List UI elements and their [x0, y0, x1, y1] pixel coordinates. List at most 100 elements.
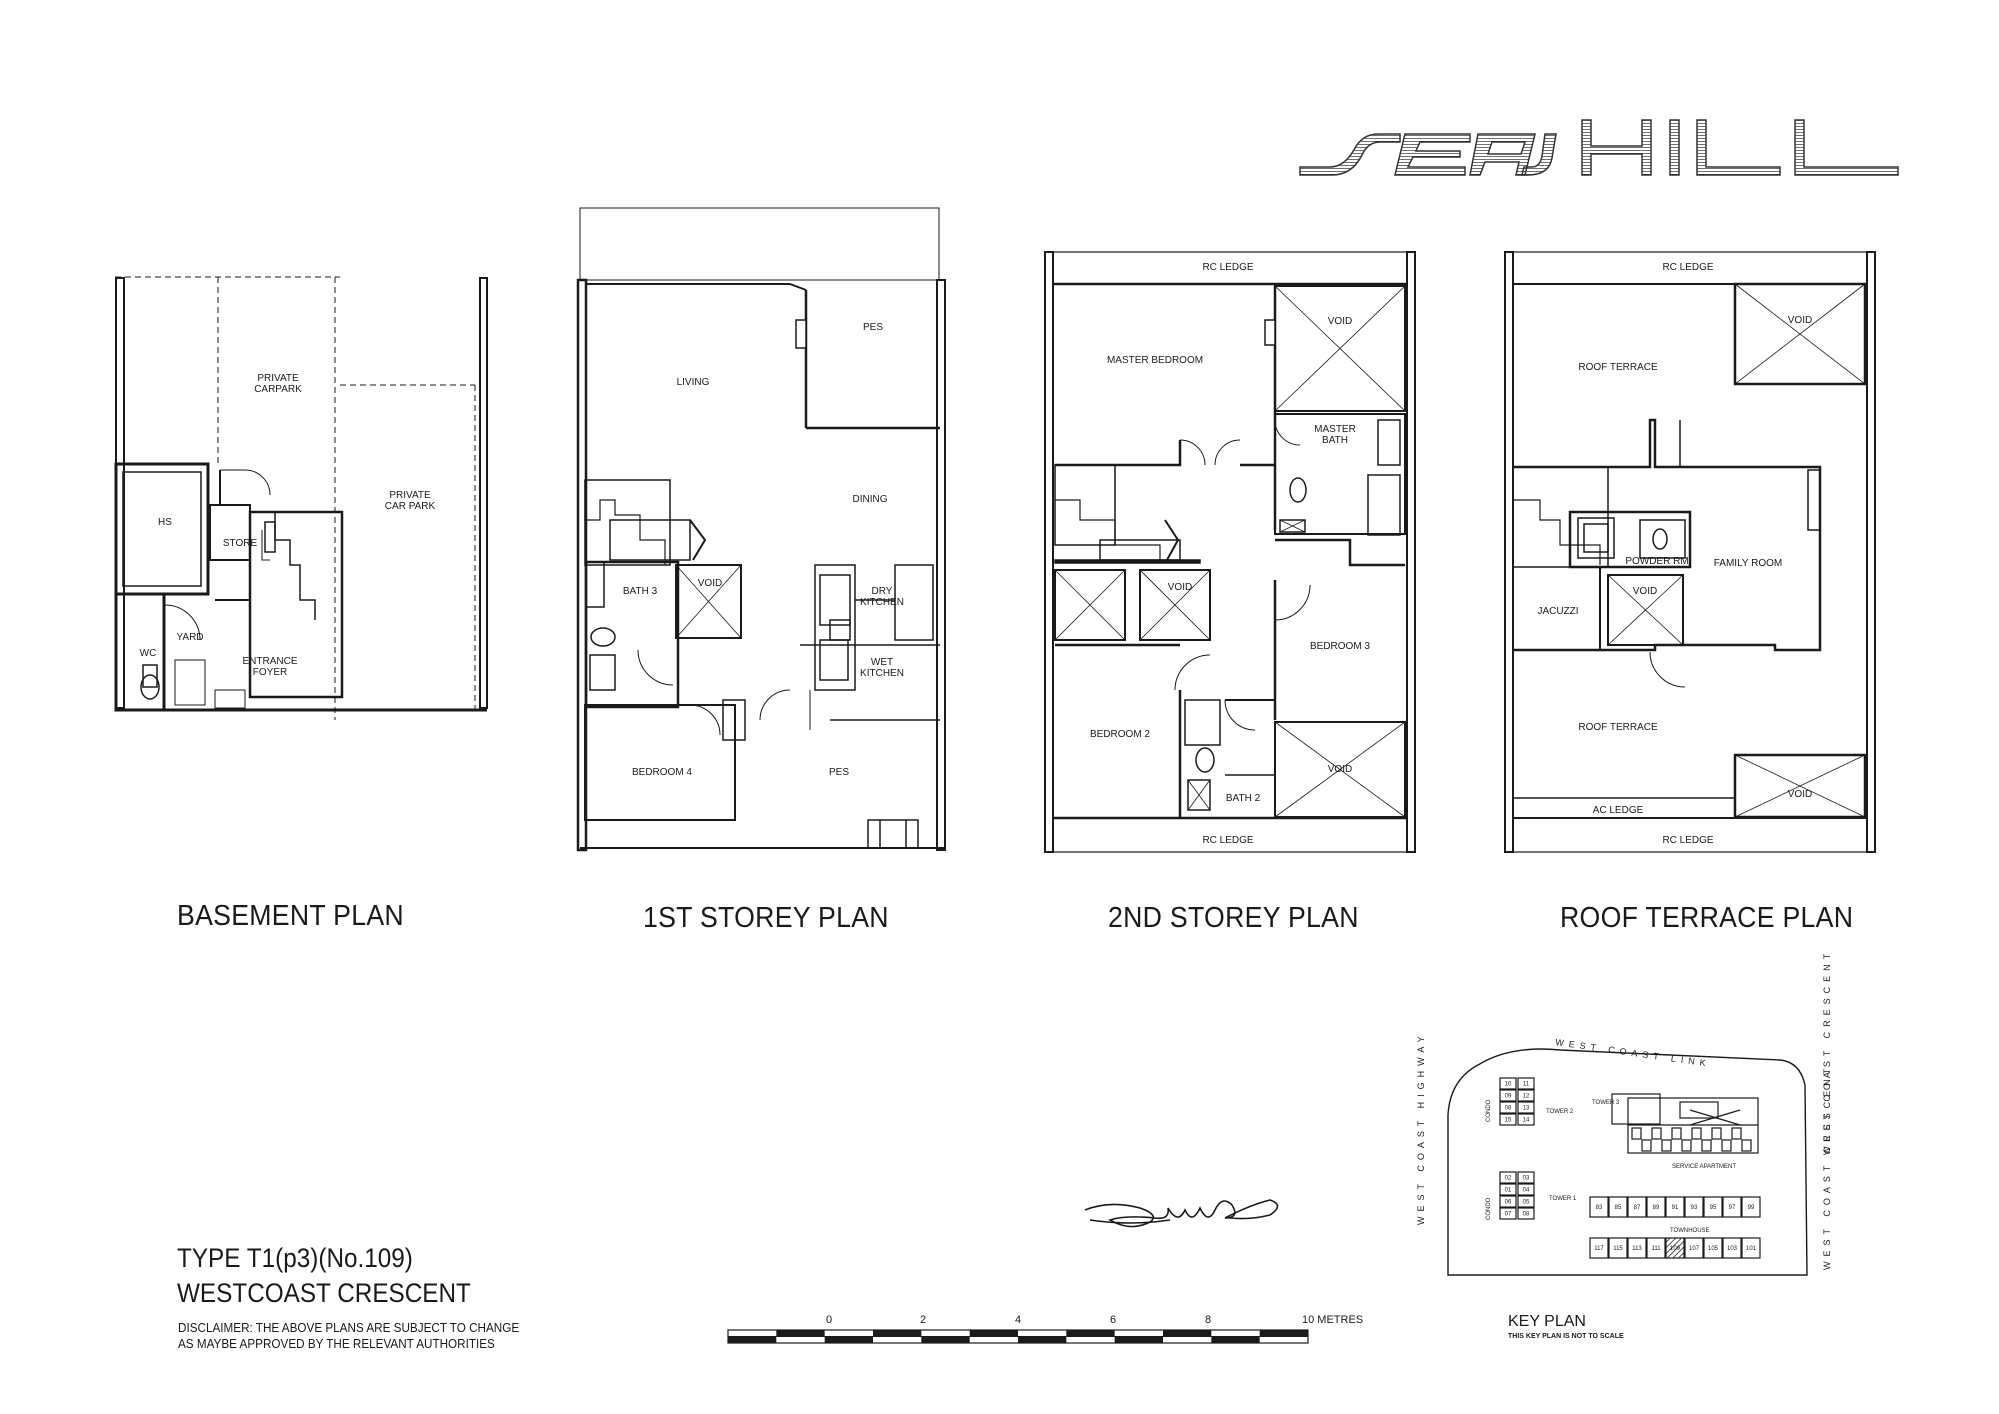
label-tower1: TOWER 1: [1549, 1196, 1577, 1202]
key-plan-unit-label: 04: [1523, 1188, 1530, 1194]
key-plan-unit: [1499, 1077, 1517, 1090]
key-plan-unit-label: 113: [1632, 1246, 1642, 1252]
key-plan-unit: [1517, 1077, 1535, 1090]
key-plan-unit-label: 06: [1505, 1200, 1512, 1206]
label-bedroom2: BEDROOM 2: [1090, 729, 1150, 740]
label-tower2: TOWER 2: [1546, 1109, 1574, 1115]
title-second-storey-plan: 2ND STOREY PLAN: [1108, 902, 1359, 934]
key-plan-unit-label: 99: [1748, 1205, 1755, 1211]
key-plan-unit: [1684, 1237, 1704, 1259]
title-first-storey-plan: 1ST STOREY PLAN: [643, 902, 889, 934]
label-rc-ledge-top: RC LEDGE: [1202, 262, 1253, 273]
key-plan-unit-label: 13: [1523, 1106, 1530, 1112]
key-plan-note: THIS KEY PLAN IS NOT TO SCALE: [1508, 1333, 1624, 1340]
label-void-left: VOID: [1168, 582, 1192, 593]
label-bedroom3: BEDROOM 3: [1310, 641, 1370, 652]
roof-terrace-labels: RC LEDGE VOID ROOF TERRACE POWDER RM FAM…: [1537, 262, 1812, 846]
road-label-west-coast-crescent-upper: WEST COAST CRESCENT: [1822, 949, 1832, 1155]
key-plan-unit: [1499, 1171, 1517, 1184]
label-condo-mid: CONDO: [1486, 1197, 1492, 1220]
key-plan-unit-label: 109: [1670, 1246, 1681, 1252]
label-pes-bottom: PES: [829, 767, 849, 778]
scale-tick-6: 6: [1110, 1314, 1116, 1326]
key-plan-unit: [1703, 1237, 1723, 1259]
label-void-top: VOID: [1328, 316, 1352, 327]
key-plan-unit-label: 117: [1594, 1246, 1604, 1252]
key-plan-unit-highlighted: [1665, 1237, 1685, 1259]
key-plan-unit-label: 115: [1613, 1246, 1623, 1252]
key-plan-unit: [1627, 1237, 1647, 1259]
label-bath2: BATH 2: [1226, 793, 1261, 804]
key-plan-unit-label: 91: [1672, 1205, 1679, 1211]
key-plan-unit: [1517, 1089, 1535, 1102]
key-plan-unit: [1499, 1113, 1517, 1126]
key-plan-unit: [1741, 1237, 1761, 1259]
label-hs: HS: [158, 517, 172, 528]
label-condo-left: CONDO: [1486, 1099, 1492, 1122]
scale-tick-0: 0: [826, 1314, 832, 1326]
scale-segment: [1114, 1336, 1163, 1343]
label-roof-terrace-bottom: ROOF TERRACE: [1578, 722, 1658, 733]
scale-segment: [1259, 1330, 1308, 1337]
label-void-first: VOID: [698, 578, 722, 589]
key-plan-unit-label: 01: [1505, 1188, 1512, 1194]
key-plan-unit-label: 07: [1505, 1212, 1512, 1218]
label-ac-ledge: AC LEDGE: [1593, 805, 1644, 816]
key-plan-unit: [1499, 1207, 1517, 1220]
key-plan-unit: [1589, 1196, 1609, 1218]
key-plan-unit-label: 10: [1505, 1082, 1512, 1088]
scale-tick-2: 2: [920, 1314, 926, 1326]
label-roof-terrace-top: ROOF TERRACE: [1578, 362, 1658, 373]
scale-tick-10: 10 METRES: [1302, 1314, 1363, 1326]
title-roof-terrace-plan: ROOF TERRACE PLAN: [1560, 902, 1854, 934]
label-jacuzzi: JACUZZI: [1537, 606, 1578, 617]
seahill-logo: [1299, 119, 1899, 176]
key-plan-unit: [1665, 1196, 1685, 1218]
label-powder-rm: POWDER RM: [1625, 556, 1688, 567]
key-plan-unit-label: 101: [1746, 1246, 1757, 1252]
key-plan-unit-label: 14: [1523, 1118, 1530, 1124]
label-pes-top: PES: [863, 322, 883, 333]
key-plan-unit: [1631, 1127, 1642, 1140]
key-plan-unit: [1741, 1139, 1752, 1152]
key-plan-unit-label: 89: [1653, 1205, 1660, 1211]
key-plan-unit-label: 11: [1523, 1082, 1530, 1088]
key-plan-unit: [1499, 1195, 1517, 1208]
scale-tick-8: 8: [1205, 1314, 1211, 1326]
key-plan: [1447, 1048, 1808, 1276]
scale-bar: [727, 1329, 1309, 1344]
scale-segment: [1066, 1330, 1115, 1337]
key-plan-unit-label: 12: [1523, 1094, 1530, 1100]
key-plan-unit: [1517, 1207, 1535, 1220]
unit-type: TYPE T1(p3)(No.109): [177, 1243, 413, 1273]
label-bath3: BATH 3: [623, 586, 658, 597]
scale-segment: [824, 1336, 873, 1343]
label-yard: YARD: [176, 632, 203, 643]
key-plan-labels: WEST COAST LINK WEST COAST HIGHWAY WEST …: [1416, 949, 1832, 1270]
key-plan-unit-label: 103: [1727, 1246, 1738, 1252]
key-plan-unit-label: 105: [1708, 1246, 1719, 1252]
scale-bar-ticks: 0 2 4 6 8 10 METRES: [826, 1314, 1363, 1326]
scale-segment: [776, 1330, 825, 1337]
key-plan-unit: [1517, 1101, 1535, 1114]
key-plan-unit-label: 83: [1596, 1205, 1603, 1211]
key-plan-unit-label: 08: [1523, 1212, 1530, 1218]
road-label-west-coast-link: WEST COAST LINK: [1555, 1037, 1712, 1069]
label-family-room: FAMILY ROOM: [1714, 558, 1783, 569]
label-void-bottom: VOID: [1328, 764, 1352, 775]
label-rc-ledge-roof-top: RC LEDGE: [1662, 262, 1713, 273]
tower2-units: [1499, 1077, 1535, 1126]
key-plan-unit: [1721, 1139, 1732, 1152]
key-plan-unit-label: 08: [1505, 1106, 1512, 1112]
key-plan-unit: [1671, 1127, 1682, 1140]
key-plan-unit: [1731, 1127, 1742, 1140]
key-plan-unit: [1711, 1127, 1722, 1140]
key-plan-title: KEY PLAN: [1508, 1313, 1586, 1330]
key-plan-unit-label: 107: [1689, 1246, 1700, 1252]
scale-segment: [921, 1336, 970, 1343]
key-plan-unit-label: 02: [1505, 1176, 1512, 1182]
